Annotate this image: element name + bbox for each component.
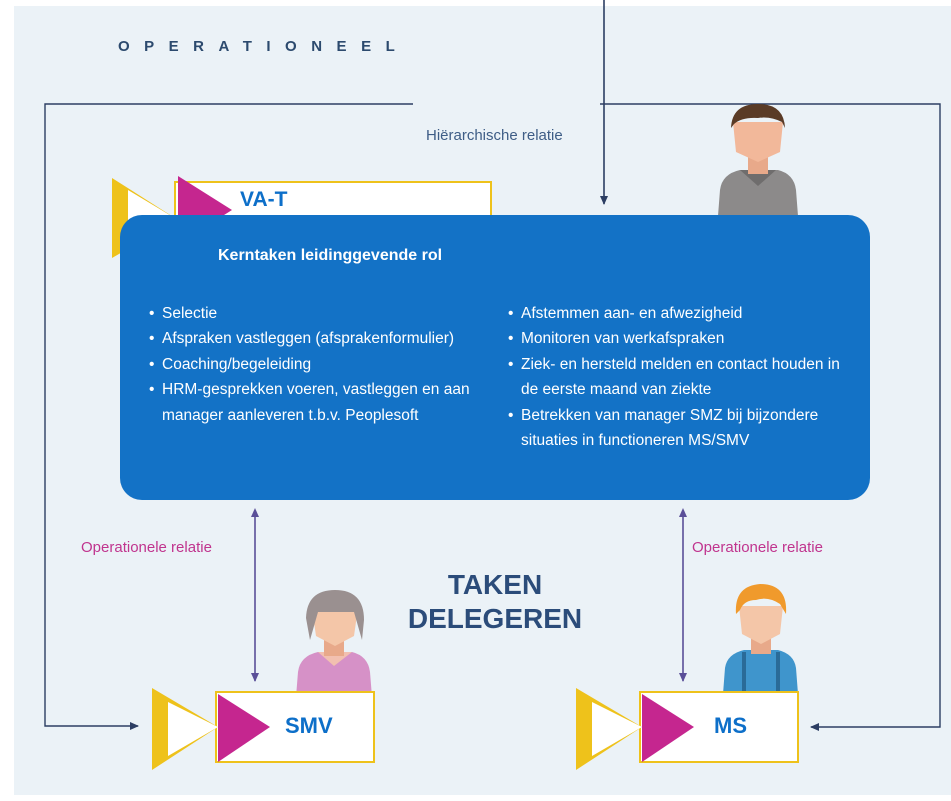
- va-t-label: VA-T: [240, 188, 288, 211]
- right-task-list: Afstemmen aan- en afwezigheidMonitoren v…: [507, 301, 852, 453]
- panel-heading: Kerntaken leidinggevende rol: [218, 247, 443, 264]
- frame-line-left: [44, 103, 413, 730]
- task-item: HRM-gesprekken voeren, vastleggen en aan…: [148, 377, 493, 428]
- task-item: Ziek- en hersteld melden en contact houd…: [507, 352, 852, 403]
- smv-label: SMV: [285, 713, 333, 738]
- smv-person-icon: [296, 590, 372, 697]
- task-item: Selectie: [148, 301, 493, 327]
- operational-relation-label-left: Operationele relatie: [81, 539, 212, 556]
- frame-line-right: [600, 103, 941, 731]
- ms-person-icon: [723, 584, 798, 694]
- ms-label: MS: [714, 713, 747, 738]
- task-item: Afstemmen aan- en afwezigheid: [507, 301, 852, 327]
- task-item: Monitoren van werkafspraken: [507, 326, 852, 352]
- smv-badge-shape: [152, 688, 375, 770]
- left-task-list: SelectieAfspraken vastleggen (afsprakenf…: [148, 301, 493, 428]
- ms-badge-shape: [576, 688, 799, 770]
- task-item: Betrekken van manager SMZ bij bijzondere…: [507, 403, 852, 454]
- hierarchical-relation-label: Hiërarchische relatie: [426, 127, 563, 144]
- task-item: Afspraken vastleggen (afsprakenformulier…: [148, 326, 493, 352]
- delegate-tasks-label: TAKEN DELEGEREN: [407, 569, 583, 634]
- operational-relation-label-right: Operationele relatie: [692, 539, 823, 556]
- page-title: OPERATIONEEL: [118, 38, 410, 55]
- manager-person-icon: [718, 104, 798, 216]
- task-item: Coaching/begeleiding: [148, 352, 493, 378]
